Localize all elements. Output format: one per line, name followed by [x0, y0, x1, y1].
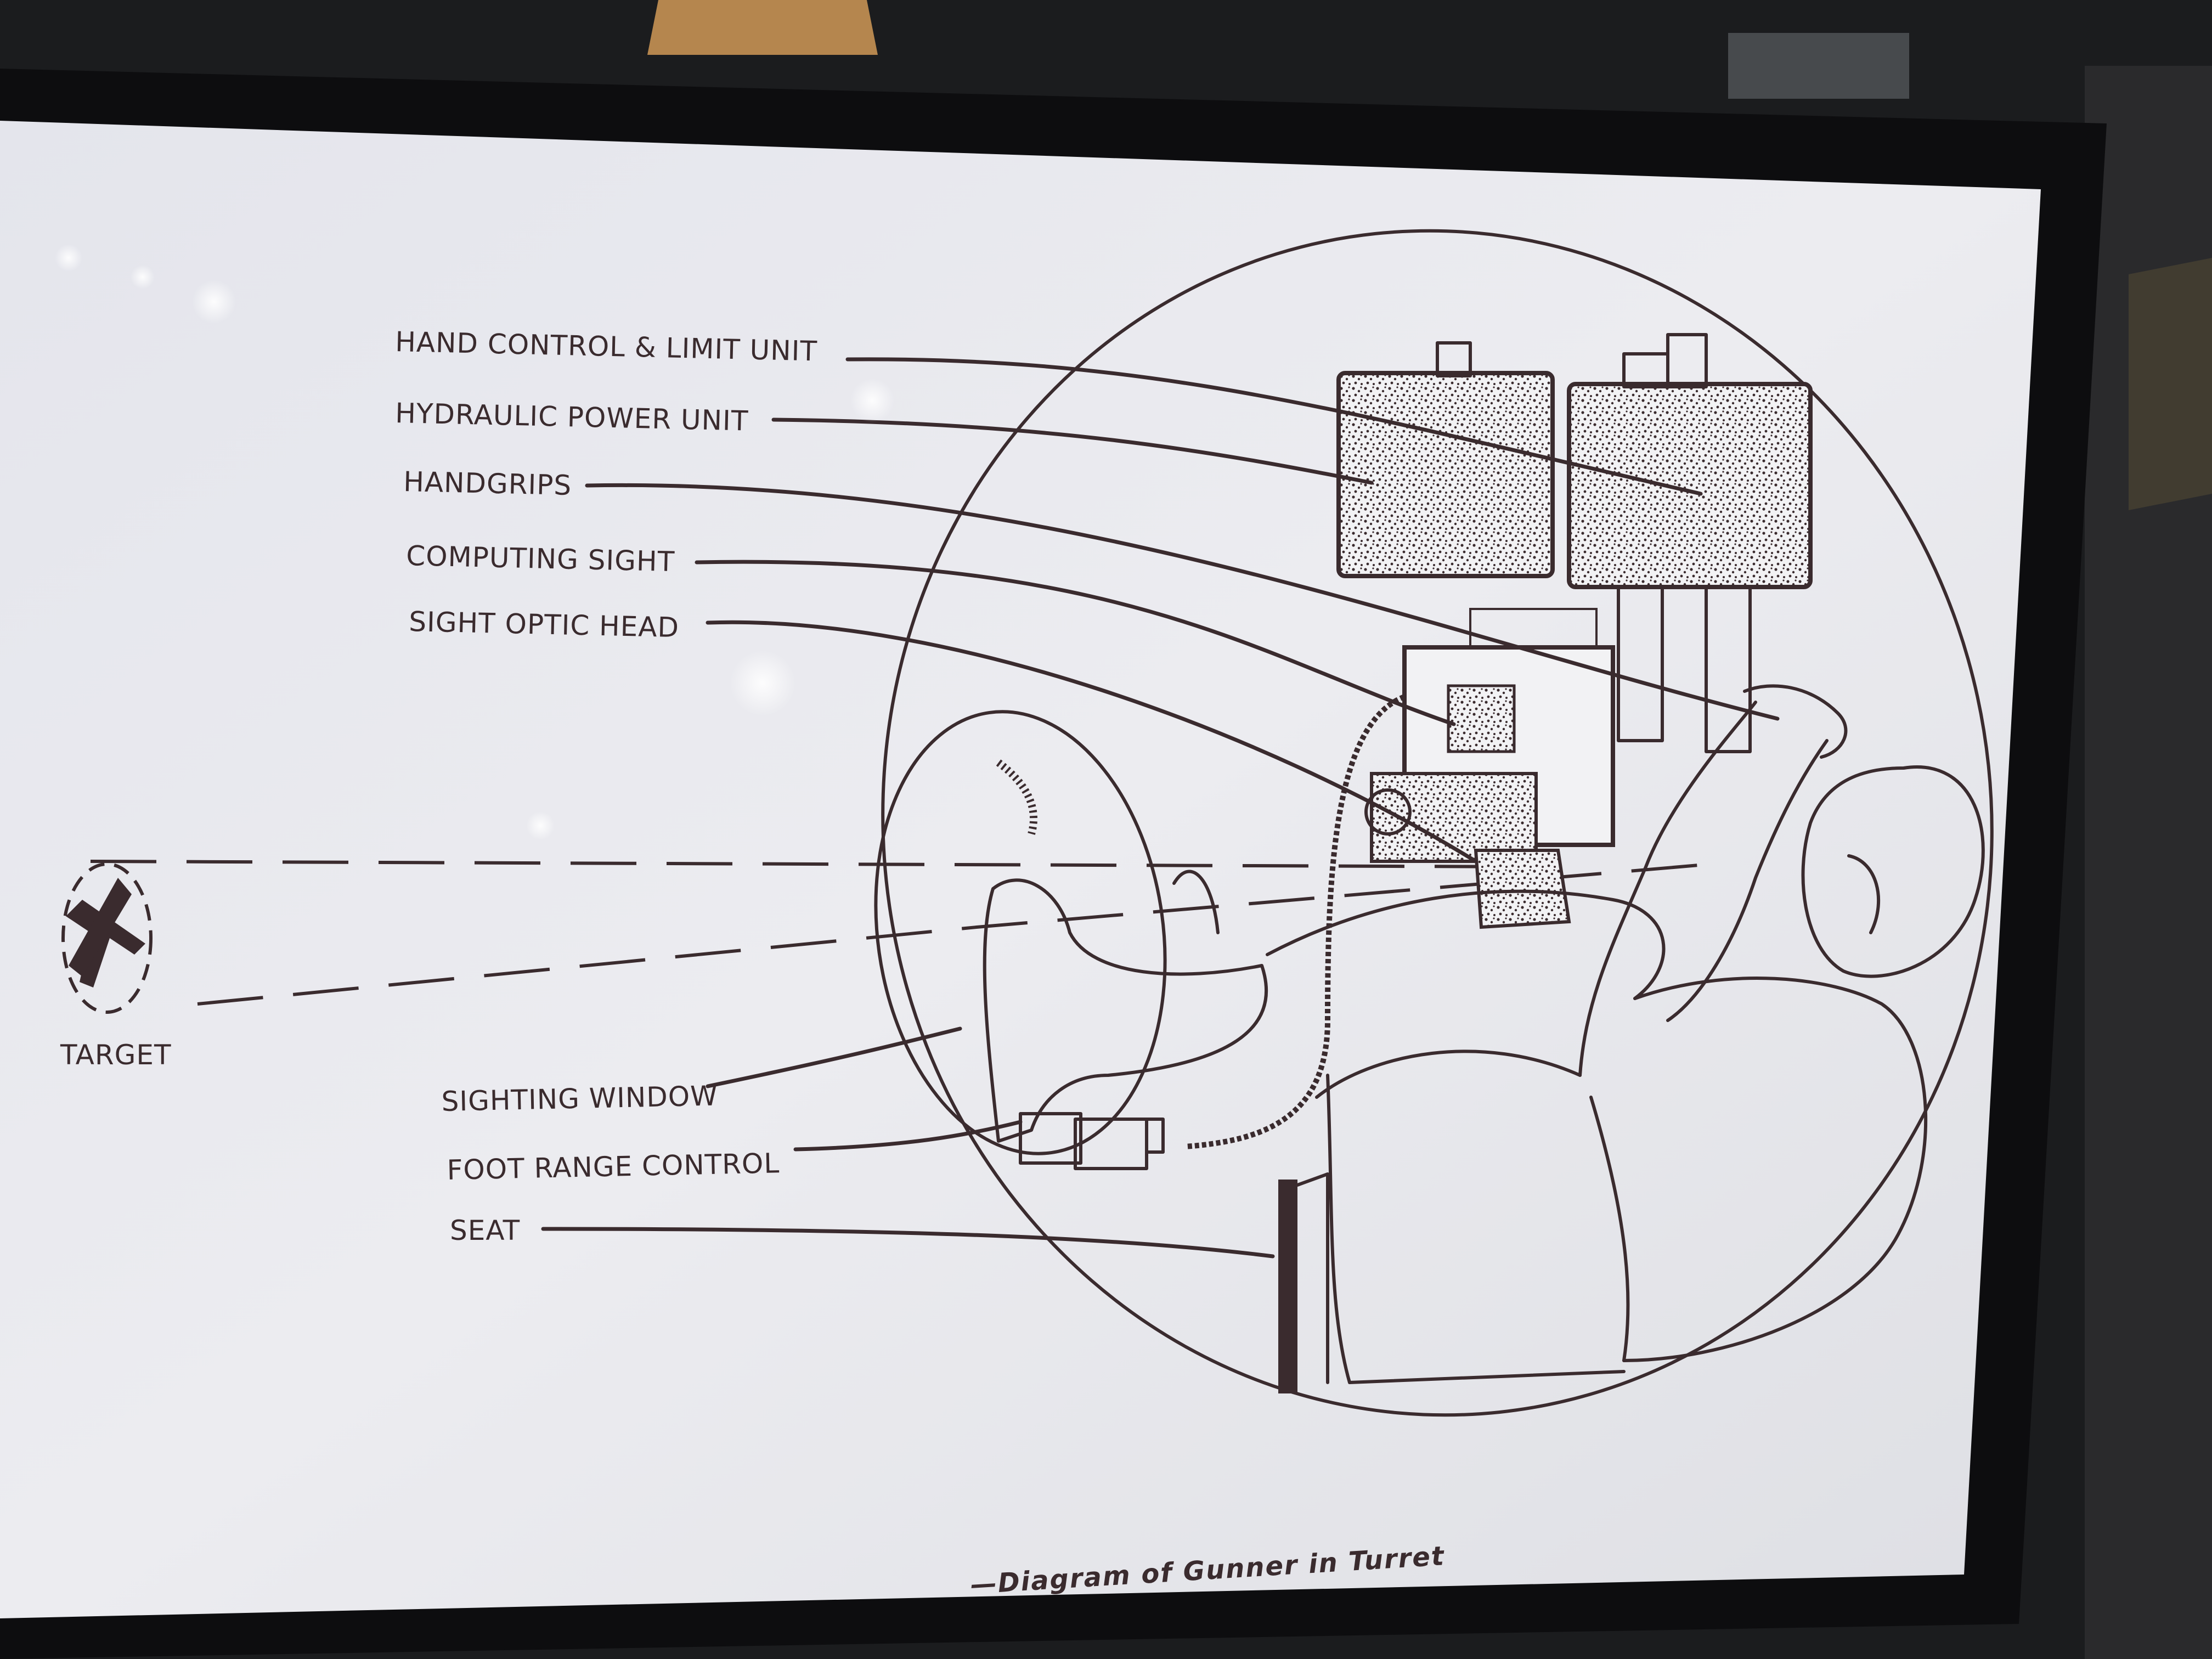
glass-glare [55, 244, 894, 840]
label-computing-sight: COMPUTING SIGHT [406, 540, 675, 578]
window-shading [996, 759, 1037, 835]
background-object [2129, 258, 2212, 510]
sighting-window-outline [874, 710, 1167, 1155]
label-sight-optic-head: SIGHT OPTIC HEAD [409, 606, 680, 644]
label-seat: SEAT [450, 1215, 520, 1246]
label-handgrips: HANDGRIPS [403, 466, 572, 501]
gunner-figure [983, 684, 1985, 1393]
label-foot-range-control: FOOT RANGE CONTROL [447, 1147, 780, 1186]
background-window [1728, 33, 1909, 99]
turret-ring [881, 229, 1994, 1417]
label-sighting-window: SIGHTING WINDOW [441, 1080, 718, 1118]
label-target: TARGET [60, 1039, 171, 1071]
sight-lines [90, 860, 1712, 1006]
leader-lines [541, 357, 1780, 1259]
paper-sheet [0, 121, 2041, 1618]
easel-top [647, 0, 878, 55]
target-icon [61, 862, 153, 1014]
